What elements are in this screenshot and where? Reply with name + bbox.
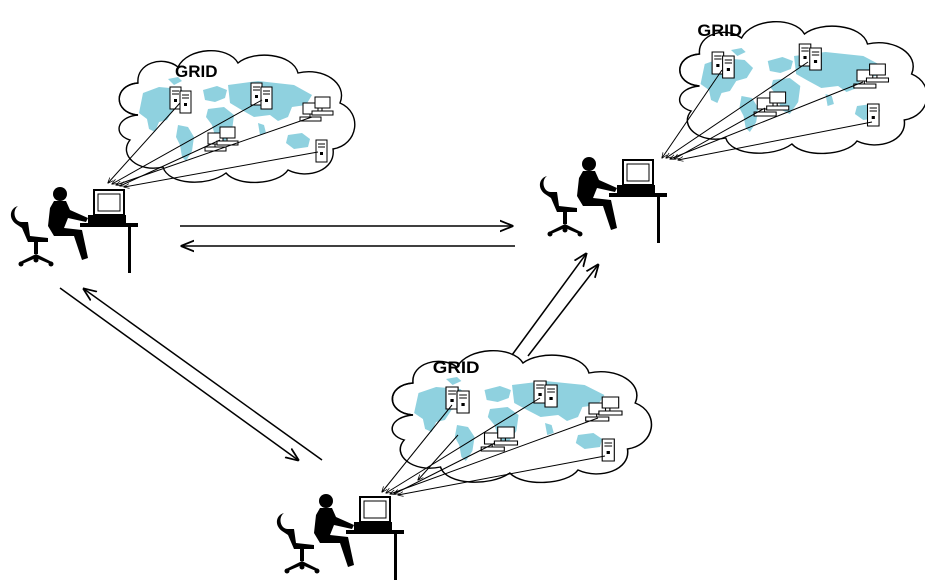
server-icon bbox=[169, 86, 192, 114]
grid-label: GRID bbox=[175, 62, 218, 81]
server-icon bbox=[315, 139, 328, 163]
user-workstation-right bbox=[538, 156, 668, 244]
server-icon bbox=[711, 51, 735, 79]
connection-lines-left bbox=[108, 99, 319, 187]
user-workstation-left bbox=[9, 186, 140, 274]
arrow-bottom-to-left bbox=[84, 289, 323, 461]
server-icon bbox=[601, 438, 615, 462]
arrow-bottom-to-right-b bbox=[527, 265, 598, 357]
grid-cloud-top-left: GRID bbox=[118, 49, 356, 184]
server-icon bbox=[445, 386, 470, 414]
grid-cloud-bottom: GRID bbox=[391, 349, 653, 484]
server-icon bbox=[250, 82, 273, 110]
arrow-bottom-to-right-a bbox=[511, 254, 586, 356]
grid-label: GRID bbox=[697, 20, 742, 40]
grid-cloud-top-right: GRID bbox=[678, 20, 925, 155]
user-workstation-bottom bbox=[275, 493, 405, 581]
peer-arrows bbox=[59, 226, 598, 461]
grid-label: GRID bbox=[433, 358, 480, 377]
server-icon bbox=[533, 380, 558, 408]
arrow-left-to-bottom bbox=[59, 287, 298, 460]
connection-lines-bottom bbox=[382, 397, 606, 495]
connection-lines-right bbox=[662, 61, 873, 160]
